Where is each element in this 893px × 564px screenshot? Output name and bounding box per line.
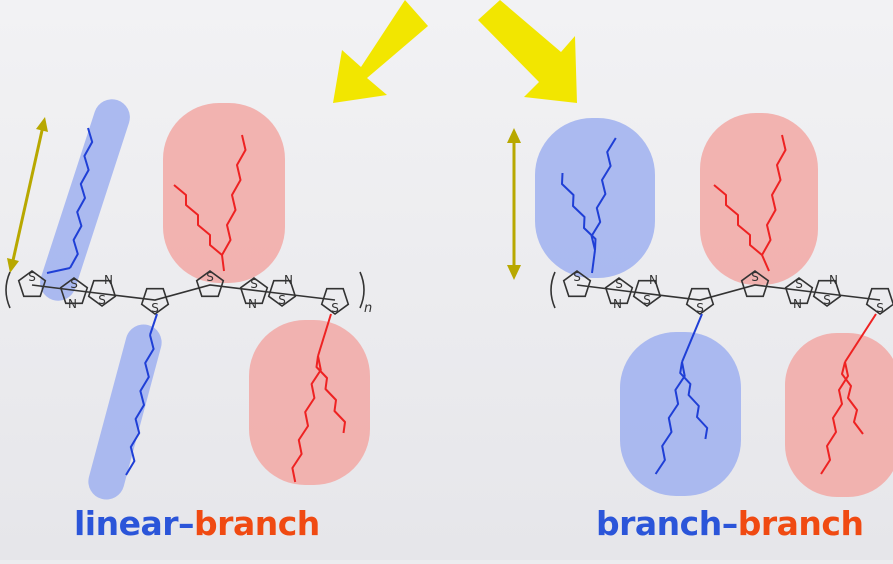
- bracket-left: [5, 271, 11, 309]
- backbone-bonds: [31, 284, 336, 301]
- nitrogen-label: N: [104, 273, 113, 287]
- right-top-blue-region: [535, 118, 655, 278]
- thiazolothiazole-1-ring-b: [87, 279, 117, 307]
- bracket-right: [359, 271, 365, 309]
- blue-linear-stem: [149, 313, 158, 336]
- nitrogen-label: N: [284, 273, 293, 287]
- red-branch-chain-top-a: [761, 134, 787, 256]
- yellow-arrow-right: [478, 0, 577, 103]
- blue-branch-chain-top-a: [561, 172, 597, 251]
- right-caption: branch–branch: [596, 504, 864, 543]
- blue-branch-chain-bottom-b: [679, 361, 709, 440]
- sulfur-label: S: [98, 293, 106, 307]
- thiazolothiazole-4-ring-b: [812, 279, 842, 307]
- nitrogen-label: N: [68, 297, 77, 311]
- right-side-chains: [561, 134, 877, 475]
- thiophene-5: [320, 287, 350, 315]
- nitrogen-label: N: [613, 297, 622, 311]
- sulfur-label: S: [795, 277, 803, 291]
- red-branch-chain-top-b: [713, 184, 763, 256]
- bracket-left: [550, 271, 556, 309]
- left-dimension-arrow: [7, 117, 48, 273]
- blue-branch-chain-top-b: [590, 137, 617, 251]
- thiazolothiazole-4-ring-b: [267, 279, 297, 307]
- sulfur-label: S: [696, 301, 704, 315]
- blue-linear-chain-top: [69, 127, 94, 269]
- thiazolothiazole-4-ring-a: [784, 277, 814, 305]
- nitrogen-label: N: [248, 297, 257, 311]
- thiophene-2: [685, 287, 715, 315]
- right-caption-first: branch: [596, 504, 722, 543]
- thiophene-2: [140, 287, 170, 315]
- sulfur-label: S: [278, 293, 286, 307]
- red-branch-chain-bottom-a: [291, 355, 322, 483]
- red-branch-stem: [317, 313, 332, 357]
- nitrogen-label: N: [649, 273, 658, 287]
- sulfur-label: S: [206, 270, 214, 284]
- repeat-index: n: [364, 301, 372, 316]
- red-branch-chain-bottom-b: [841, 361, 864, 435]
- sulfur-label: S: [876, 301, 884, 315]
- thiophene-5: [865, 287, 893, 315]
- right-dimension-arrow: [507, 128, 521, 280]
- red-branch-stem: [844, 313, 877, 363]
- thiazolothiazole-1-ring-a: [604, 277, 634, 305]
- sulfur-label: S: [151, 301, 159, 315]
- sulfur-label: S: [573, 270, 581, 284]
- thiophene-3: [740, 270, 770, 298]
- sulfur-label: S: [70, 277, 78, 291]
- left-bottom-red-region: [249, 320, 370, 485]
- yellow-arrow-left: [333, 0, 428, 103]
- blue-branch-stem: [681, 313, 703, 363]
- thiophene-0: [17, 270, 47, 298]
- nitrogen-label: N: [829, 273, 838, 287]
- left-caption: linear–branch: [74, 504, 320, 543]
- right-regions: [535, 113, 893, 497]
- red-branch-chain-bottom-a: [820, 361, 849, 475]
- red-branch-stem: [761, 254, 770, 272]
- thiophene-0: [562, 270, 592, 298]
- blue-branch-chain-bottom-a: [654, 361, 686, 475]
- sulfur-label: S: [615, 277, 623, 291]
- left-bottom-blue-region: [88, 324, 162, 500]
- sulfur-label: S: [643, 293, 651, 307]
- left-caption-sep: –: [178, 504, 195, 543]
- right-top-red-region: [700, 113, 818, 285]
- sulfur-label: S: [331, 301, 339, 315]
- right-caption-sep: –: [721, 504, 739, 543]
- sulfur-label: S: [250, 277, 258, 291]
- left-top-red-region: [163, 103, 285, 283]
- left-caption-second: branch: [194, 504, 320, 543]
- backbone-bonds: [576, 284, 881, 301]
- sulfur-label: S: [823, 293, 831, 307]
- blue-linear-chain-bottom: [125, 334, 155, 476]
- red-branch-chain-top-b: [173, 184, 223, 256]
- blue-branch-stem: [591, 249, 596, 274]
- red-branch-stem: [221, 254, 225, 272]
- thiazolothiazole-4-ring-a: [239, 277, 269, 305]
- thiazolothiazole-1-ring-b: [632, 279, 662, 307]
- thiazolothiazole-1-ring-a: [59, 277, 89, 305]
- sulfur-label: S: [28, 270, 36, 284]
- right-bottom-blue-region: [620, 332, 741, 496]
- thiophene-3: [195, 270, 225, 298]
- blue-linear-stem: [46, 267, 71, 274]
- sulfur-label: S: [751, 270, 759, 284]
- red-branch-chain-top-a: [221, 134, 247, 256]
- right-caption-second: branch: [737, 504, 864, 543]
- red-branch-chain-bottom-b: [315, 355, 346, 434]
- left-caption-first: linear: [74, 504, 179, 543]
- nitrogen-label: N: [793, 297, 802, 311]
- right-bottom-red-region: [785, 333, 893, 497]
- left-side-chains: [46, 127, 346, 483]
